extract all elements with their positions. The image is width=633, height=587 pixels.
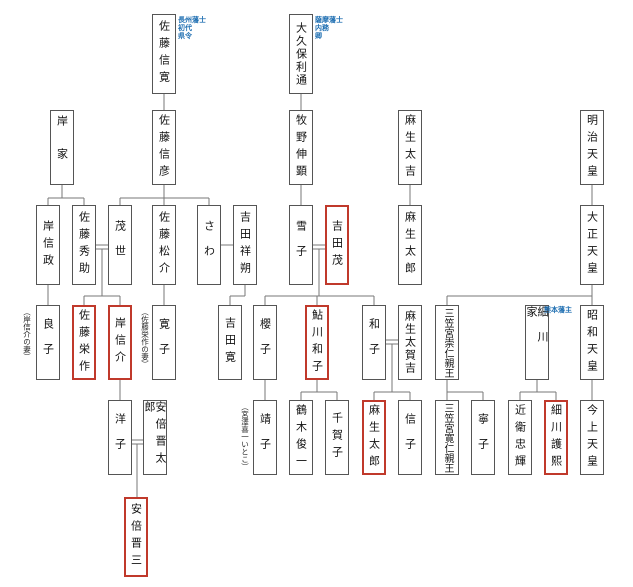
- yoshiko-note: （岸信介の妻）: [22, 308, 32, 361]
- person-yasuko-2: 寧子: [471, 400, 495, 475]
- person-hosokawa-morihiro: 細川護熙: [544, 400, 568, 475]
- person-name: 明治天皇: [585, 113, 599, 182]
- person-kazuko: 和子: [362, 305, 386, 380]
- person-sato-nobuhiro: 佐藤信寛: [152, 14, 176, 94]
- person-abe-shinzo: 安倍晋三: [124, 497, 148, 577]
- person-name: 櫻子: [258, 317, 272, 368]
- yasuko-note: （宮澤喜一いとこ）: [240, 403, 250, 471]
- person-ayukawa-kazuko: 鮎川和子: [305, 305, 329, 380]
- tag-line: 初代: [178, 24, 192, 33]
- person-name: 佐藤信寛: [157, 20, 171, 88]
- person-yoshiko: 良子: [36, 305, 60, 380]
- tag-line: 内務: [315, 24, 329, 33]
- person-name: 麻生太郎: [403, 211, 417, 279]
- person-name: 岸家: [55, 114, 69, 181]
- okubo-tag: 薩摩藩士 内務 卿: [315, 16, 343, 40]
- person-name: 寛子: [157, 317, 171, 368]
- person-name: 良子: [41, 317, 55, 368]
- hiroko-note: （佐藤栄作の妻）: [140, 308, 150, 368]
- person-yoko: 洋子: [108, 400, 132, 475]
- person-aso-taro: 麻生太郎: [362, 400, 386, 475]
- person-chikako: 千賀子: [325, 400, 349, 475]
- person-showa-emperor: 昭和天皇: [580, 305, 604, 380]
- person-aso-taro-elder: 麻生太郎: [398, 205, 422, 285]
- person-name: 吉田茂: [330, 219, 344, 271]
- person-aso-takakichi: 麻生太賀吉: [398, 305, 422, 380]
- person-mikasa-takahito: 三笠宮崇仁親王: [435, 305, 459, 380]
- person-name: 佐藤栄作: [77, 308, 91, 377]
- person-name: 細川護熙: [549, 403, 563, 472]
- person-name: 麻生太吉: [403, 113, 417, 182]
- person-mikasa-tomohito: 三笠宮寛仁親王: [435, 400, 459, 475]
- person-name: 寧子: [476, 412, 490, 463]
- person-name: 吉田祥朔: [238, 211, 252, 279]
- person-kishi-family: 岸家: [50, 110, 74, 185]
- person-name: 鮎川和子: [310, 308, 324, 377]
- person-konoe-tadateru: 近衛忠輝: [508, 400, 532, 475]
- person-name: 安倍晋太郎: [143, 401, 167, 469]
- tag-line: 薩摩藩士: [315, 16, 343, 24]
- person-taisho-emperor: 大正天皇: [580, 205, 604, 285]
- person-okubo-toshimichi: 大久保利通: [289, 14, 313, 94]
- person-yasuko: 靖子: [253, 400, 277, 475]
- person-sato-hidesuke: 佐藤秀助: [72, 205, 96, 285]
- person-name: 茂世: [113, 220, 127, 270]
- person-kishi-nobusuke: 岸信介: [108, 305, 132, 380]
- person-name: さわ: [202, 220, 216, 270]
- person-name: 三笠宮崇仁親王: [442, 307, 453, 378]
- person-name: 信子: [403, 412, 417, 463]
- tag-line: 長州藩士: [178, 16, 206, 24]
- person-name: 岸信介: [113, 317, 127, 368]
- person-kinjo-emperor: 今上天皇: [580, 400, 604, 475]
- hosokawa-tag-label: 熊本藩主: [544, 306, 572, 314]
- person-meiji-emperor: 明治天皇: [580, 110, 604, 185]
- person-hiroko: 寛子: [152, 305, 176, 380]
- person-sato-eisaku: 佐藤栄作: [72, 305, 96, 380]
- person-yoshida-shoro: 吉田祥朔: [233, 205, 257, 285]
- person-yukiko: 雪子: [289, 205, 313, 285]
- person-name: 昭和天皇: [585, 308, 599, 377]
- person-makino-nobuaki: 牧野伸顕: [289, 110, 313, 185]
- person-name: 佐藤松介: [157, 211, 171, 279]
- person-sato-matsusuke: 佐藤松介: [152, 205, 176, 285]
- person-name: 牧野伸顕: [294, 113, 308, 182]
- person-aso-takichi: 麻生太吉: [398, 110, 422, 185]
- person-name: 雪子: [294, 220, 308, 270]
- person-name: 安倍晋三: [129, 503, 143, 571]
- person-name: 佐藤信彦: [157, 113, 171, 182]
- person-name: 麻生太郎: [367, 403, 381, 472]
- person-name: 麻生太賀吉: [403, 310, 417, 375]
- person-kishi-nobumasa: 岸信政: [36, 205, 60, 285]
- person-name: 大正天皇: [585, 211, 599, 279]
- person-shige-yo: 茂世: [108, 205, 132, 285]
- person-name: 靖子: [258, 412, 272, 463]
- person-name: 三笠宮寛仁親王: [442, 402, 453, 473]
- person-yoshida-shigeru: 吉田茂: [325, 205, 349, 285]
- person-sato-nobuhiro-2: 佐藤信彦: [152, 110, 176, 185]
- person-abe-shintaro: 安倍晋太郎: [143, 400, 167, 475]
- person-name: 今上天皇: [585, 403, 599, 472]
- person-name: 鶴木俊一: [294, 403, 308, 472]
- person-name: 和子: [367, 317, 381, 368]
- person-name: 細川家: [525, 306, 549, 356]
- tag-line: 県令: [178, 32, 192, 41]
- person-sakurako: 櫻子: [253, 305, 277, 380]
- person-name: 岸信政: [41, 219, 55, 271]
- person-hosokawa-family: 細川家: [525, 305, 549, 380]
- person-name: 洋子: [113, 412, 127, 463]
- tag-line: 卿: [315, 32, 322, 41]
- person-nobuko: 信子: [398, 400, 422, 475]
- person-tsuruki-toshikazu: 鶴木俊一: [289, 400, 313, 475]
- person-yoshida-hiroshi: 吉田寛: [218, 305, 242, 380]
- sato-nobuhiro-tag: 長州藩士 初代 県令: [178, 16, 206, 40]
- person-name: 近衛忠輝: [513, 403, 527, 472]
- person-name: 千賀子: [330, 412, 344, 463]
- person-name: 吉田寛: [223, 317, 237, 368]
- person-sawa: さわ: [197, 205, 221, 285]
- person-name: 大久保利通: [294, 21, 308, 87]
- person-name: 佐藤秀助: [77, 211, 91, 279]
